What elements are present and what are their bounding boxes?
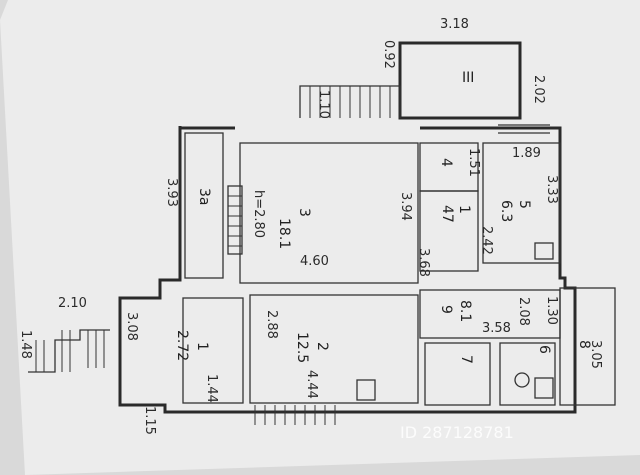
stairs <box>28 85 401 425</box>
room-5-outline <box>482 142 561 264</box>
ceiling-height: h=2.80 <box>251 190 266 238</box>
dim-1-30: 1.30 <box>544 296 559 325</box>
dim-4-60: 4.60 <box>300 254 329 269</box>
room-8-number: 7 <box>458 355 474 364</box>
room-2-outline <box>249 294 419 404</box>
dim-3-58: 3.58 <box>482 321 511 336</box>
dim-1-48: 1.48 <box>18 330 33 359</box>
room-3-outline <box>239 142 419 284</box>
dim-3-93: 3.93 <box>164 178 179 207</box>
room-III-number: III <box>462 70 474 86</box>
dim-1-15: 1.15 <box>142 406 157 435</box>
dim-3-33: 3.33 <box>544 175 559 204</box>
dim-3-68: 3.68 <box>416 248 431 277</box>
fixture-toilet <box>514 372 530 388</box>
room-5-number: 5 <box>516 200 532 209</box>
walls <box>118 41 616 414</box>
room-5-area: 6.3 <box>498 200 514 222</box>
room-9-area: 8.1 <box>457 300 473 322</box>
room-1-small-area: 47 <box>439 205 455 223</box>
room-4-number: 4 <box>438 158 454 167</box>
room-3-area: 18.1 <box>276 218 292 249</box>
fixture-2 <box>356 379 376 401</box>
room-7-number: 6 <box>536 345 552 354</box>
room-1-number: 1 <box>194 342 210 351</box>
dim-1-44: 1.44 <box>204 374 219 403</box>
dim-2-42: 2.42 <box>479 226 494 255</box>
dim-2-08: 2.08 <box>516 297 531 326</box>
dim-1-89: 1.89 <box>512 146 541 161</box>
dim-2-02: 2.02 <box>531 75 546 104</box>
dim-1-10: 1.10 <box>316 90 331 119</box>
dim-4-44: 4.44 <box>304 370 319 399</box>
room-2-area: 12.5 <box>294 332 310 363</box>
room-3a-outline <box>184 132 224 279</box>
room-1-small-number: 1 <box>456 205 472 214</box>
dimensions: 3.18 0.92 2.02 1.10 3.93 3.94 4.60 1.51 … <box>18 17 603 435</box>
room-labels: 3 18.1 h=2.80 3а 2 12.5 1 2.72 4 1 47 5 … <box>174 70 592 364</box>
dim-3-08: 3.08 <box>124 312 139 341</box>
dim-3-94: 3.94 <box>398 192 413 221</box>
dim-1-51: 1.51 <box>466 148 481 177</box>
room-2-number: 2 <box>314 342 330 351</box>
room-9-number: 9 <box>438 305 454 314</box>
fixture-7 <box>534 377 554 399</box>
fixture-5 <box>534 242 554 260</box>
room-6-number: 8 <box>576 340 592 349</box>
dim-2-88: 2.88 <box>264 310 279 339</box>
room-8-outline <box>424 342 491 406</box>
room-1-outline <box>182 297 244 404</box>
dim-3-05: 3.05 <box>588 340 603 369</box>
room-1-area: 2.72 <box>174 330 190 361</box>
room-3a-number: 3а <box>196 188 212 206</box>
room-47-outline <box>419 190 479 272</box>
watermark-id: ID 287128781 <box>400 423 514 442</box>
dim-3-18: 3.18 <box>440 17 469 32</box>
room-7-outline <box>499 342 556 406</box>
dim-2-10: 2.10 <box>58 296 87 311</box>
room-6-outline <box>559 287 616 406</box>
room-3-number: 3 <box>296 208 312 217</box>
dim-0-92: 0.92 <box>381 40 396 69</box>
